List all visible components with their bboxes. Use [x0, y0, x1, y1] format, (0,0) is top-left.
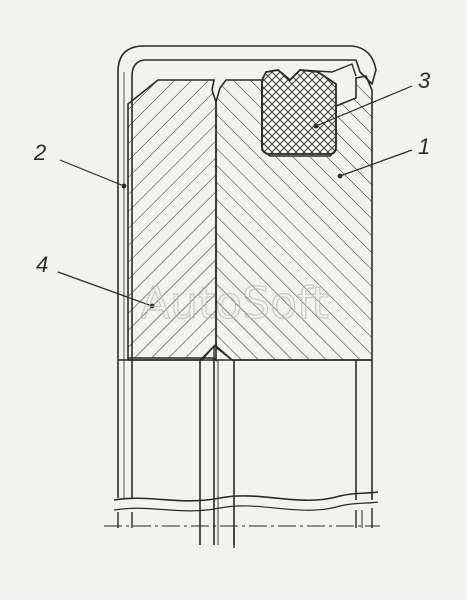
- bottom-stub: [104, 508, 380, 548]
- callout-3: 3: [418, 68, 431, 93]
- sealing-cord: [261, 63, 357, 155]
- break-line: [113, 491, 379, 512]
- leader-1: [339, 149, 413, 177]
- leader-3: [315, 85, 413, 127]
- callout-2: 2: [33, 140, 46, 165]
- leader-lines: [57, 85, 413, 309]
- callout-4: 4: [36, 252, 48, 277]
- lower-body: [118, 345, 373, 545]
- leader-2: [59, 159, 125, 187]
- leader-4: [57, 271, 153, 307]
- callout-1: 1: [418, 134, 430, 159]
- watermark: AutoSoft: [140, 278, 329, 329]
- left-ring: [127, 79, 217, 362]
- housing-shell: [117, 45, 377, 498]
